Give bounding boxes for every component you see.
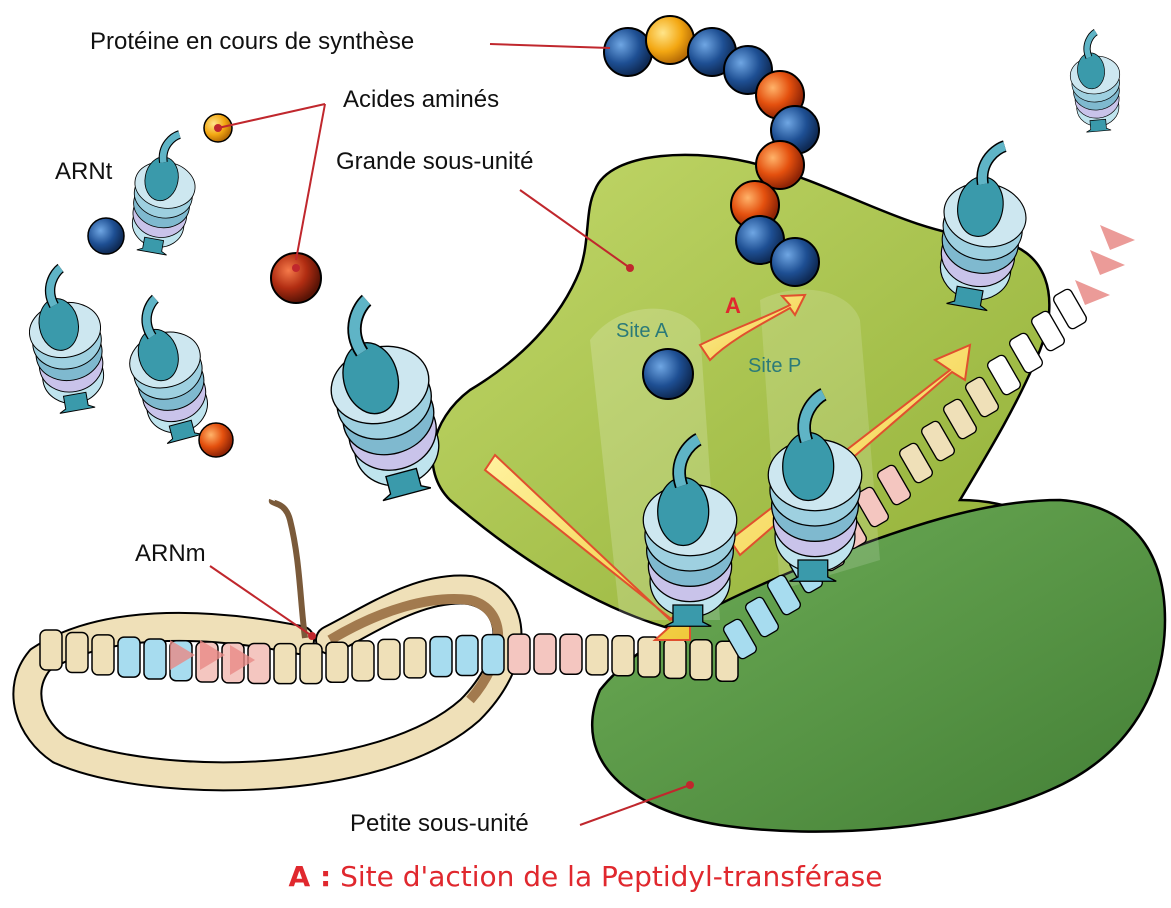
codon [664,638,686,678]
label-small-subunit: Petite sous-unité [350,810,529,838]
amino-acid-bead [771,238,819,286]
caption-text: Site d'action de la Peptidyl-transférase [340,860,882,893]
mrna-5prime-tail [272,500,305,638]
codon [66,632,88,672]
codon [300,644,322,684]
label-site-a: Site A [616,320,668,343]
trna [1067,30,1125,133]
codon [40,630,62,670]
label-amino-acids: Acides aminés [343,86,499,114]
label-protein: Protéine en cours de synthèse [90,28,414,56]
codon [352,641,374,681]
codon [326,642,348,682]
codon [92,635,114,675]
amino-acid-bead [604,28,652,76]
amino-acid-blue [88,218,124,254]
codon [638,637,660,677]
codon [404,638,426,678]
amino-acid-orange [199,423,233,457]
label-large-subunit: Grande sous-unité [336,148,533,176]
direction-arrows-right [1075,225,1135,305]
codon [456,635,478,675]
label-site-p: Site P [748,355,801,378]
codon [560,634,582,674]
label-trna: ARNt [55,158,112,186]
codon [586,635,608,675]
codon [118,637,140,677]
label-mrna: ARNm [135,540,206,568]
codon [378,639,400,679]
codon [534,634,556,674]
codon [248,643,270,683]
codon [690,640,712,680]
amino-acid-red [271,253,321,303]
trna [123,128,204,258]
codon [274,644,296,684]
codon [612,636,634,676]
codon [482,635,504,675]
amino-acid-site-a [643,349,693,399]
trna [114,291,220,448]
caption-key: A : [289,860,332,893]
amino-acid-bead [646,16,694,64]
codon [144,639,166,679]
trna [19,263,114,416]
label-a-marker: A [725,293,741,319]
codon [430,637,452,677]
caption: A : Site d'action de la Peptidyl-transfé… [0,860,1171,893]
codon [508,634,530,674]
